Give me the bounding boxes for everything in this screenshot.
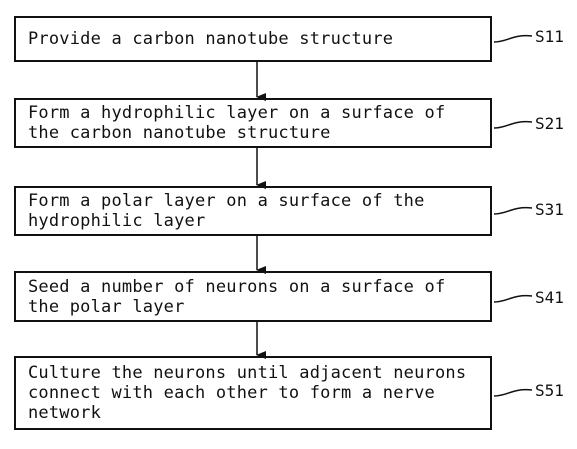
step-text-s11: Provide a carbon nanotube structure: [28, 29, 394, 49]
step-box-s51: Culture the neurons until adjacent neuro…: [14, 356, 492, 430]
step-label-s31: S31: [535, 200, 564, 219]
step-label-s11: S11: [535, 27, 564, 46]
step-label-s21: S21: [535, 114, 564, 133]
step-box-s11: Provide a carbon nanotube structure: [14, 16, 492, 62]
step-box-s21: Form a hydrophilic layer on a surface of…: [14, 98, 492, 148]
step-box-s31: Form a polar layer on a surface of the h…: [14, 186, 492, 236]
leader-s41: [493, 294, 533, 303]
leader-s11: [493, 34, 533, 43]
step-label-s41: S41: [535, 288, 564, 307]
step-text-s41: Seed a number of neurons on a surface of…: [28, 276, 446, 317]
leader-s21: [493, 120, 533, 129]
step-label-s51: S51: [535, 381, 564, 400]
step-text-s31: Form a polar layer on a surface of the h…: [28, 191, 425, 231]
step-box-s41: Seed a number of neurons on a surface of…: [14, 271, 492, 322]
step-text-s51: Culture the neurons until adjacent neuro…: [28, 363, 467, 423]
step-text-s21: Form a hydrophilic layer on a surface of…: [28, 103, 446, 143]
leader-s51: [493, 388, 533, 397]
leader-s31: [493, 206, 533, 215]
